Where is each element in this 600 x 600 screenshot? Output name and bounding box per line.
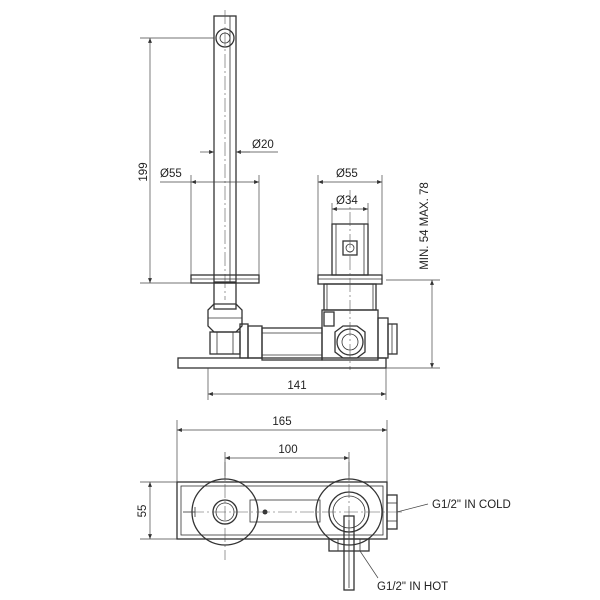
dim-spout-diameter: Ø20 [252, 139, 274, 151]
mounting-plate-side [177, 357, 387, 369]
dim-center-distance: 100 [278, 444, 297, 456]
dim-body-length: 141 [287, 380, 306, 392]
front-view [176, 462, 405, 591]
handle-assembly [317, 190, 383, 370]
side-dimensions: 199 Ø20 Ø55 Ø55 Ø34 MIN. 54 MAX. 78 141 [138, 37, 434, 400]
valve-body [239, 323, 323, 361]
front-dimensions: 165 100 55 G1/2" IN COLD G1/2" IN HOT [137, 416, 511, 593]
dim-wall-depth: MIN. 54 MAX. 78 [419, 182, 431, 270]
dim-plate-height: 55 [137, 505, 149, 518]
dim-spout-height: 199 [138, 162, 150, 181]
label-cold-inlet: G1/2" IN COLD [432, 499, 511, 511]
dim-plate-width: 165 [272, 416, 291, 428]
handle-cartridge [321, 309, 398, 361]
dim-spout-rosette: Ø55 [160, 168, 182, 180]
spout-connector [207, 282, 243, 355]
dim-handle-rosette: Ø55 [336, 168, 358, 180]
side-view [177, 10, 440, 370]
dim-handle-diameter: Ø34 [336, 195, 358, 207]
spout-tube [213, 10, 237, 300]
label-hot-inlet: G1/2" IN HOT [377, 581, 448, 593]
